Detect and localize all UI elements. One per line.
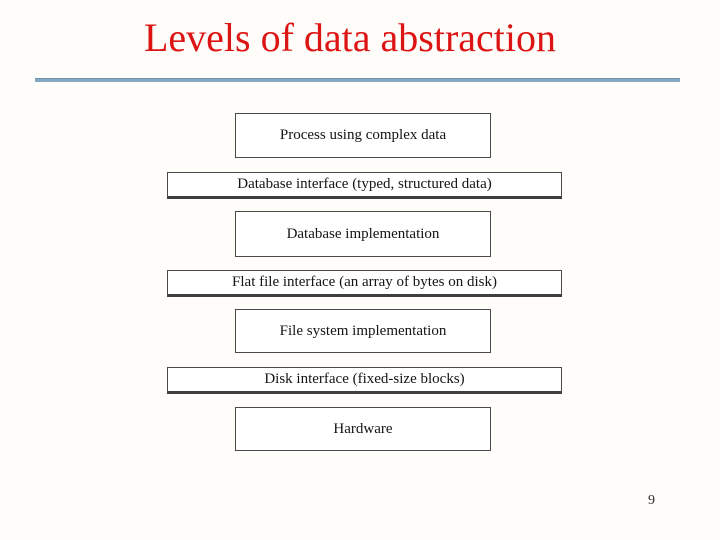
- level-box-database-interface: Database interface (typed, structured da…: [167, 172, 562, 199]
- level-box-flat-file-interface: Flat file interface (an array of bytes o…: [167, 270, 562, 297]
- page-number: 9: [648, 493, 655, 508]
- slide-title: Levels of data abstraction: [143, 15, 557, 60]
- level-box-hardware: Hardware: [235, 407, 491, 451]
- level-box-disk-interface: Disk interface (fixed-size blocks): [167, 367, 562, 394]
- level-box-process: Process using complex data: [235, 113, 491, 158]
- title-divider-line: [35, 78, 680, 82]
- level-box-file-system-implementation: File system implementation: [235, 309, 491, 353]
- level-box-database-implementation: Database implementation: [235, 211, 491, 257]
